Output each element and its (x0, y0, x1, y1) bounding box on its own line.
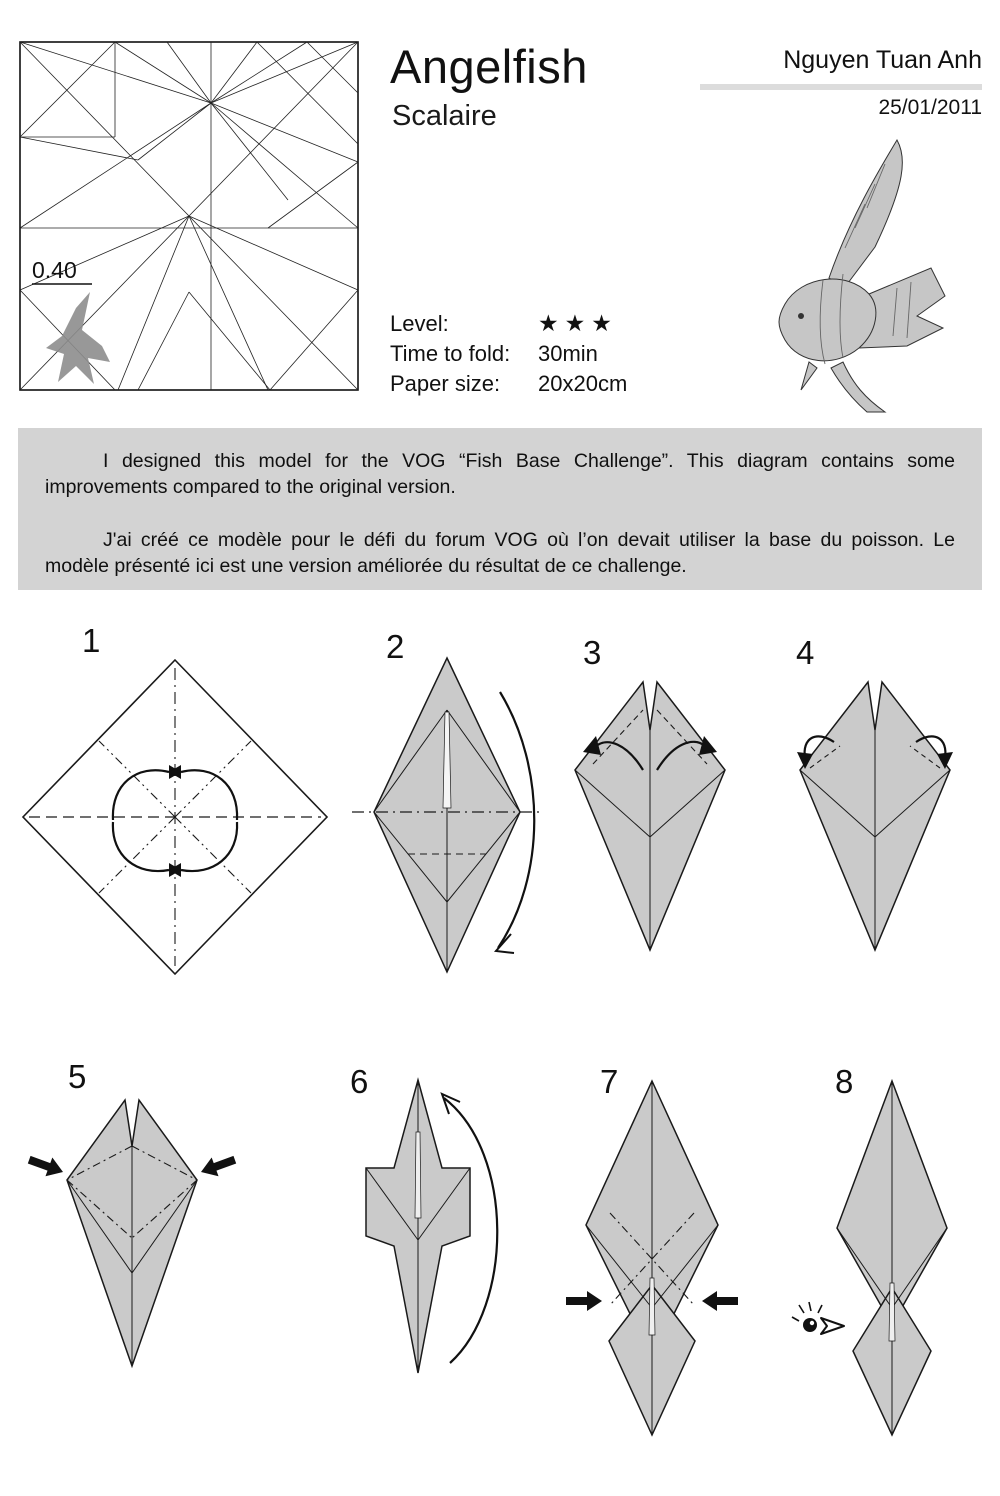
author-name: Nguyen Tuan Anh (783, 46, 982, 74)
step-8-number: 8 (835, 1063, 854, 1100)
crease-pattern-ratio-label: 0.40 (32, 257, 77, 283)
step-1-number: 1 (82, 622, 101, 659)
author-underline (700, 84, 982, 90)
level-stars-icon: ★★★ (538, 310, 618, 336)
step-5-diagram (27, 1098, 237, 1369)
spec-time-row: Time to fold: 30min (390, 339, 627, 369)
fold-arrows (111, 769, 239, 873)
center-split (414, 1131, 422, 1219)
spec-level-row: Level: ★★★ (390, 308, 627, 339)
eye-icon (791, 1301, 823, 1332)
intro-paragraph-fr: J'ai créé ce modèle pour le défi du foru… (45, 528, 955, 577)
time-label: Time to fold: (390, 341, 511, 366)
crease-pattern-diagram: 0.40 (19, 41, 359, 391)
step-1-diagram (21, 658, 329, 976)
center-split (442, 711, 452, 809)
step-2-diagram (352, 656, 543, 974)
step-8-diagram (791, 1078, 948, 1437)
date: 25/01/2011 (878, 96, 982, 119)
step-3-number: 3 (583, 634, 602, 671)
level-label: Level: (390, 311, 449, 336)
curl-arrowheads (797, 752, 953, 769)
angelfish-silhouette (46, 292, 110, 384)
step-3-diagram (574, 680, 726, 952)
page-subtitle: Scalaire (392, 100, 497, 132)
step-7-number: 7 (600, 1063, 619, 1100)
push-arrow-icons (27, 1155, 237, 1177)
step-4-diagram (797, 680, 953, 952)
fish-eye (798, 313, 804, 319)
specs-block: Level: ★★★ Time to fold: 30min Paper size:… (390, 308, 627, 399)
step-6-diagram (365, 1077, 499, 1374)
center-split (648, 1277, 656, 1336)
spec-paper-row: Paper size: 20x20cm (390, 369, 627, 399)
step-4-number: 4 (796, 634, 815, 671)
crease-lines (19, 41, 359, 391)
step-6-number: 6 (350, 1063, 369, 1100)
time-value: 30min (538, 341, 598, 366)
angelfish-illustration (778, 138, 946, 413)
open-arrow-icon (820, 1317, 845, 1335)
step-7-diagram (566, 1079, 738, 1437)
paper-label: Paper size: (390, 371, 501, 396)
center-split (888, 1282, 896, 1342)
intro-box: I designed this model for the VOG “Fish … (18, 428, 982, 590)
intro-paragraph-en: I designed this model for the VOG “Fish … (45, 450, 955, 498)
step-2-number: 2 (386, 628, 405, 665)
swing-arrow (493, 691, 536, 954)
turn-over-arrow (440, 1092, 499, 1364)
fold-arrowheads (169, 765, 181, 877)
page-title: Angelfish (390, 40, 588, 93)
push-arrow-icons (566, 1291, 738, 1311)
spread-arrowheads (583, 736, 717, 755)
step-5-number: 5 (68, 1058, 87, 1095)
spread-arrows (594, 740, 706, 771)
paper-value: 20x20cm (538, 371, 628, 396)
